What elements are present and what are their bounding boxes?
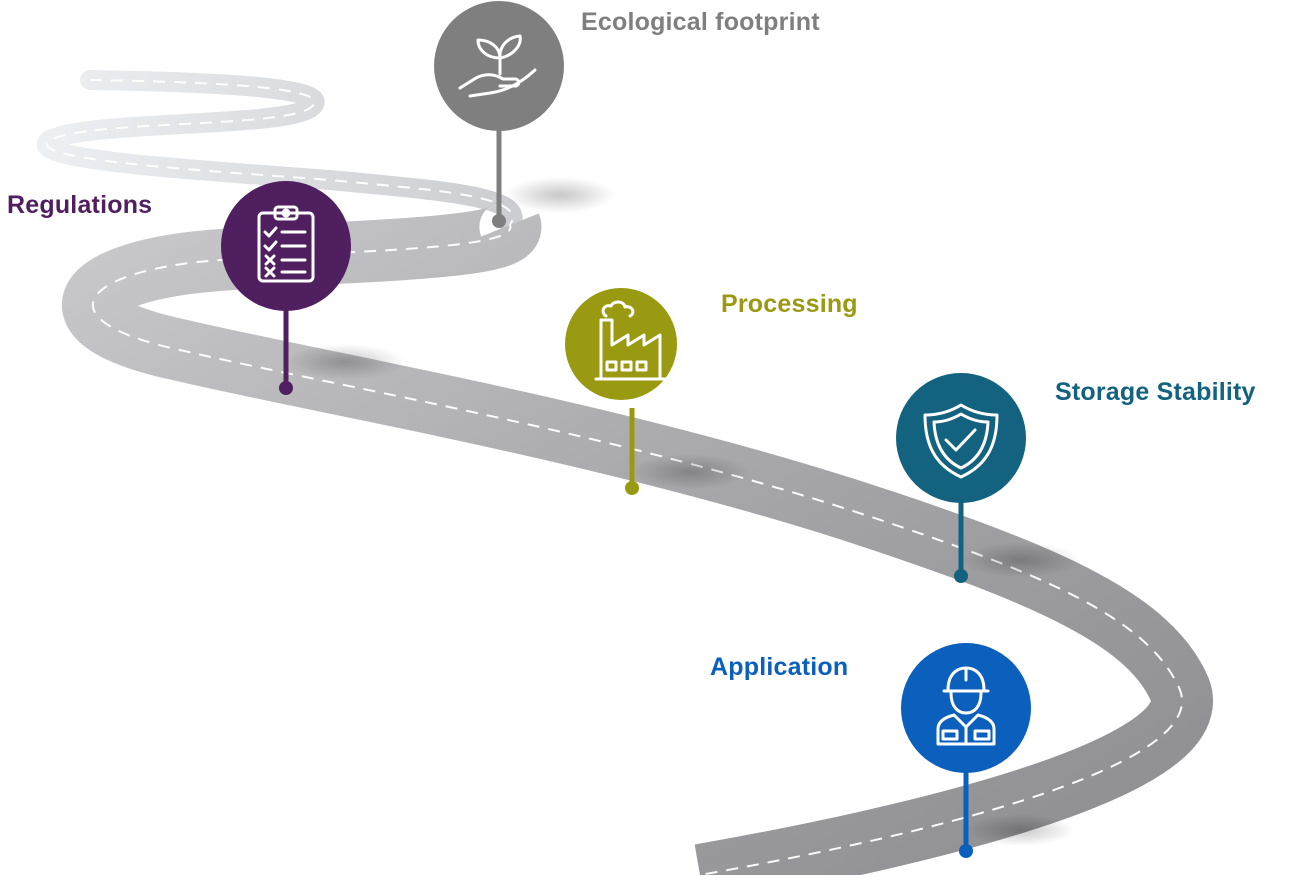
milestone-label-ecological-footprint: Ecological footprint [581, 8, 820, 36]
milestone-storage-stability [896, 373, 1026, 583]
pin-shadow [965, 814, 1075, 846]
milestone-label-storage-stability: Storage Stability [1055, 378, 1256, 406]
milestone-regulations [221, 181, 351, 395]
pin-shadow [505, 177, 615, 213]
road-center-line [45, 79, 1183, 875]
milestone-label-application: Application [710, 653, 849, 681]
pin-shadow [285, 344, 405, 380]
hand-plant-icon [458, 34, 537, 98]
pin-shadow [960, 542, 1080, 578]
factory-icon [594, 300, 667, 381]
shield-check-icon [923, 403, 999, 479]
milestone-application [901, 643, 1031, 858]
milestone-label-regulations: Regulations [7, 191, 153, 219]
milestone-ecological-footprint [434, 1, 564, 228]
clipboard-checklist-icon [257, 205, 315, 283]
pin-shadow [630, 454, 750, 490]
milestone-label-processing: Processing [721, 290, 858, 318]
worker-helmet-icon [936, 666, 996, 746]
milestone-processing [565, 288, 677, 495]
